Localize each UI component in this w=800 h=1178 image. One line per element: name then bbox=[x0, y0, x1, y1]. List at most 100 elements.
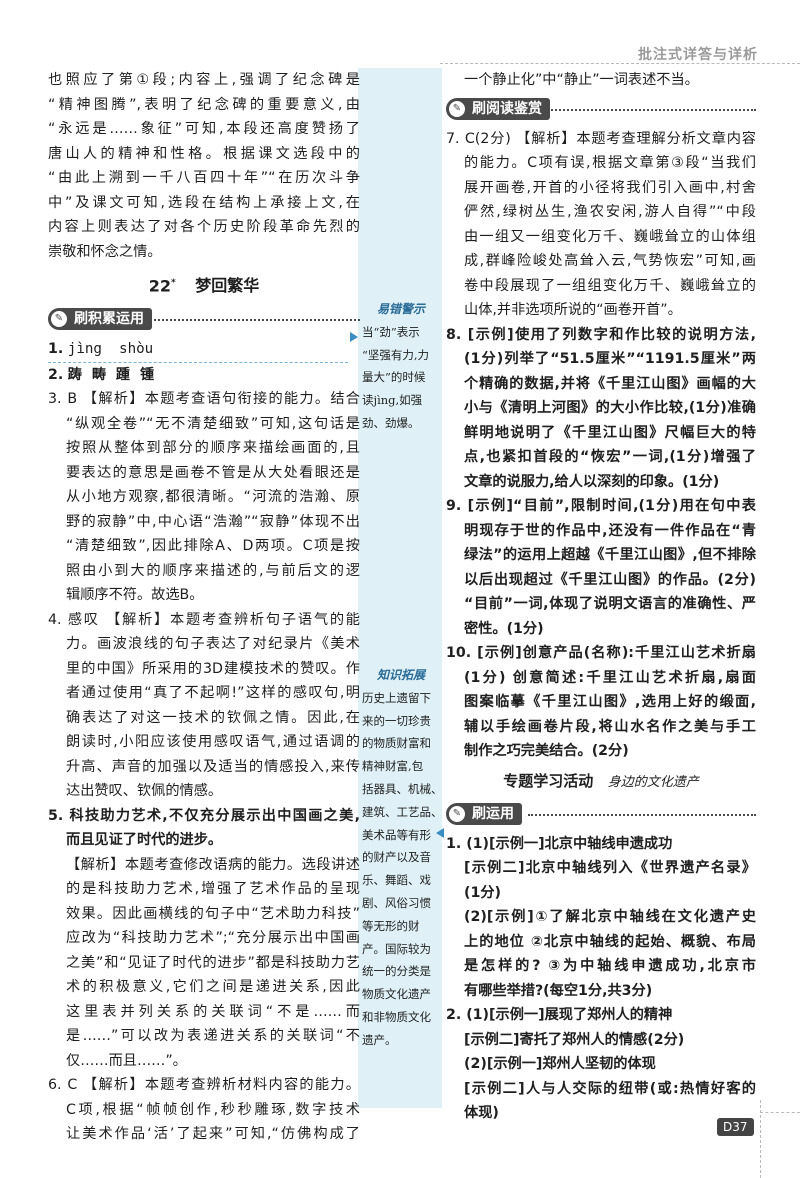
answer-2: 2. 踌 畴 踵 锺 bbox=[48, 363, 360, 388]
text-line: 仅……而且……”。 bbox=[66, 1052, 187, 1069]
text-line: “清楚细致”,因此排除A、D两项。C项是按 bbox=[66, 538, 360, 555]
text-line: 绿法”的运用上超越《千里江山图》,但不排除 bbox=[464, 547, 756, 563]
brush-icon: ✎ bbox=[51, 311, 67, 328]
text-line: C项,根据“帧帧创作,秒秒雕琢,数字技术 bbox=[66, 1101, 360, 1118]
text-line: 里的中国》所采用的3D建模技术的赞叹。作 bbox=[66, 660, 360, 677]
text-line: 6. C 【解析】本题考查辨析材料内容的能力。 bbox=[48, 1077, 360, 1094]
answer-7: 7. C(2分) 【解析】本题考查理解分析文章内容 的能力。C项有误,根据文章第… bbox=[446, 127, 756, 323]
text-line: 中”及课文可知,选段在结构上承接上文,在 bbox=[48, 194, 360, 211]
text-line: 效果。因此画横线的句子中“艺术助力科技” bbox=[66, 905, 360, 922]
text-line: 者通过使用“真了不起啊!”这样的感叹句,明 bbox=[66, 685, 360, 702]
text-line: 俨然,绿树丛生,渔农安闲,游人自得”“中段 bbox=[464, 204, 756, 220]
note-line: 当“劲”表示 bbox=[362, 324, 420, 339]
activity-answer-2: 2. (1)[示例一]展现了郑州人的精神 [示例二]寄托了郑州人的情感(2分) … bbox=[446, 1003, 756, 1126]
question-number: 1. bbox=[48, 341, 64, 358]
text-line: 野的寂静”中,中心语“浩瀚”“寂静”体现不出 bbox=[66, 513, 360, 530]
chapter-star: * bbox=[170, 278, 176, 288]
text-line: 要表达的意思是画卷不管是从大处看眼还是 bbox=[66, 464, 360, 481]
text-line: 而且见证了时代的进步。 bbox=[66, 832, 223, 849]
text-line: 体现) bbox=[464, 1105, 499, 1121]
text-line: 内容上则表达了对各个历史阶段革命先烈的 bbox=[48, 219, 360, 235]
answer-6: 6. C 【解析】本题考查辨析材料内容的能力。 C项,根据“帧帧创作,秒秒雕琢,… bbox=[48, 1073, 360, 1147]
text-line: 文章的说服力,给人以深刻的印象。(1分) bbox=[464, 473, 720, 490]
note-line: 乐、舞蹈、戏 bbox=[362, 873, 431, 888]
section-banner-application: ✎刷运用 bbox=[446, 801, 756, 829]
text-line: 之美”和“见证了时代的进步”都是科技助力艺 bbox=[66, 954, 360, 971]
section-banner-reading: ✎ 刷阅读鉴赏 bbox=[446, 96, 756, 124]
text-line: 辑顺序不符。故选B。 bbox=[66, 587, 204, 604]
note-pointer-arrow bbox=[350, 332, 358, 342]
header-divider bbox=[440, 63, 800, 64]
text-line: (2)[示例]①了解北京中轴线在文化遗产史 bbox=[464, 909, 756, 925]
chapter-heading: 22* 梦回繁华 bbox=[48, 266, 360, 303]
note-line: 读jìng,如强 bbox=[362, 393, 423, 408]
note-line: 量大”的时候 bbox=[362, 370, 426, 385]
activity-answer-1: 1. (1)[示例一]北京中轴线申遗成功 [示例二]北京中轴线列入《世界遗产名录… bbox=[446, 832, 756, 1004]
dotted-rule bbox=[528, 813, 756, 816]
text-line: 由一组又一组变化万千、巍峨耸立的山体组 bbox=[464, 228, 756, 245]
text-line: 升高、声音的加强以及适当的情感投入,来传 bbox=[66, 758, 360, 775]
text-line: 崇敬和怀念之情。 bbox=[48, 243, 162, 260]
character-answer: 踌 畴 踵 锺 bbox=[67, 366, 155, 383]
text-line: “精神图腾”,表明了纪念碑的重要意义,由 bbox=[48, 96, 360, 113]
text-line: (1分) 创意简述:千里江山艺术折扇,扇面 bbox=[464, 669, 756, 686]
text-line: 应改为“科技助力艺术”;“充分展示出中国画 bbox=[66, 930, 360, 947]
text-line: 从小地方观察,都很清晰。“河流的浩瀚、原 bbox=[66, 489, 360, 506]
note-title: 知识拓展 bbox=[376, 668, 425, 682]
note-pointer-arrow bbox=[436, 828, 444, 838]
text-line: 密性。(1分) bbox=[464, 620, 544, 637]
text-line: 达出赞叹、钦佩的情感。 bbox=[66, 783, 223, 800]
banner-label: 刷积累运用 bbox=[74, 311, 144, 328]
note-line: 的物质财富和 bbox=[362, 736, 431, 751]
text-line: 唐山人的精神和性格。根据课文选段中的 bbox=[48, 145, 360, 162]
text-line: 山体,并非选项所说的“画卷开首”。 bbox=[464, 302, 682, 318]
section-title: 专题学习活动 bbox=[503, 771, 594, 790]
answer-10: 10. [示例]创意产品(名称):千里江山艺术折扇 (1分) 创意简述:千里江山… bbox=[446, 641, 756, 764]
dotted-rule bbox=[544, 108, 756, 111]
intro-paragraph: 也照应了第①段;内容上,强调了纪念碑是 “精神图腾”,表明了纪念碑的重要意义,由… bbox=[48, 68, 360, 264]
answer-5: 5. 科技助力艺术,不仅充分展示出中国画之美, 而且见证了时代的进步。 【解析】… bbox=[48, 804, 360, 1074]
text-line: 鲜明地说明了《千里江山图》尺幅巨大的特 bbox=[464, 424, 756, 441]
brush-icon: ✎ bbox=[449, 805, 465, 822]
question-number: 2. bbox=[48, 366, 64, 383]
text-line: 确表达了对这一技术的钦佩之情。因此,在 bbox=[66, 709, 360, 726]
text-line: “由此上溯到一千八百四十年”“在历次斗争 bbox=[48, 170, 360, 186]
answer-9: 9. [示例]“目前”,限制时间,(1分)用在句中表 明现存于世的作品中,还没有… bbox=[446, 494, 756, 641]
note-line: 剧、风俗习惯 bbox=[362, 895, 431, 910]
text-line: 7. C(2分) 【解析】本题考查理解分析文章内容 bbox=[446, 130, 756, 147]
text-line: (1分) bbox=[464, 884, 502, 901]
chapter-title: 梦回繁华 bbox=[195, 276, 260, 296]
text-line: 制作之巧完美结合。(2分) bbox=[464, 743, 629, 759]
text-line: 小与《清明上河图》的大小作比较,(1分)准确 bbox=[464, 400, 756, 416]
text-line: 9. [示例]“目前”,限制时间,(1分)用在句中表 bbox=[446, 498, 756, 514]
text-line: 以后出现超过《千里江山图》的作品。(2分) bbox=[464, 571, 756, 588]
text-line: 术的积极意义,它们之间是递进关系,因此 bbox=[66, 979, 360, 996]
text-line: 辅以手绘画卷片段,将山水名作之美与手工 bbox=[464, 718, 756, 735]
answer-8: 8. [示例]使用了列数字和作比较的说明方法, (1分)列举了“51.5厘米”“… bbox=[446, 323, 756, 495]
text-line: 3. B 【解析】本题考查语句衔接的能力。结合 bbox=[48, 391, 360, 408]
note-line: 统一的分类是 bbox=[362, 964, 431, 979]
note-common-mistake: 易错警示 当“劲”表示 “坚强有力,力 量大”的时候 读jìng,如强 劲、劲爆… bbox=[362, 298, 440, 435]
brush-icon: ✎ bbox=[449, 100, 465, 117]
text-line: 上的地位 ②北京中轴线的起始、概貌、布局 bbox=[464, 933, 756, 950]
text-line: [示例二]人与人交际的纽带(或:热情好客的 bbox=[464, 1080, 756, 1097]
text-line: 点,也紧扣首段的“恢宏”一词,(1分)增强了 bbox=[464, 449, 756, 465]
text-line: 明现存于世的作品中,还没有一件作品在“青 bbox=[464, 522, 756, 539]
text-line: 个精确的数据,并将《千里江山图》画幅的大 bbox=[464, 375, 756, 392]
page-header-title: 批注式详答与详析 bbox=[638, 47, 758, 63]
note-line: 美术品等有形 bbox=[362, 827, 431, 842]
section-banner-accumulate: ✎ 刷积累运用 bbox=[48, 306, 360, 334]
note-line: 物质文化遗产 bbox=[362, 987, 431, 1002]
text-line: 【解析】本题考查修改语病的能力。选段讲述 bbox=[66, 856, 360, 873]
text-line: 10. [示例]创意产品(名称):千里江山艺术折扇 bbox=[446, 645, 756, 661]
answer-1: 1. jìng shòu bbox=[48, 337, 348, 363]
note-line: 来的一切珍贵 bbox=[362, 713, 431, 728]
note-line: 括器具、机械、 bbox=[362, 781, 440, 796]
margin-notes-sidebar bbox=[358, 68, 442, 1108]
note-line: 历史上遗留下 bbox=[362, 690, 431, 705]
note-line: “坚强有力,力 bbox=[362, 347, 430, 362]
text-line: (2)[示例一]郑州人坚韧的体现 bbox=[464, 1056, 656, 1072]
page-number: D37 bbox=[717, 1118, 754, 1136]
banner-label: 刷阅读鉴赏 bbox=[472, 100, 542, 117]
answer-4: 4. 感叹 【解析】本题考查辨析句子语气的能 力。画波浪线的句子表达了对纪录片《… bbox=[48, 608, 360, 804]
